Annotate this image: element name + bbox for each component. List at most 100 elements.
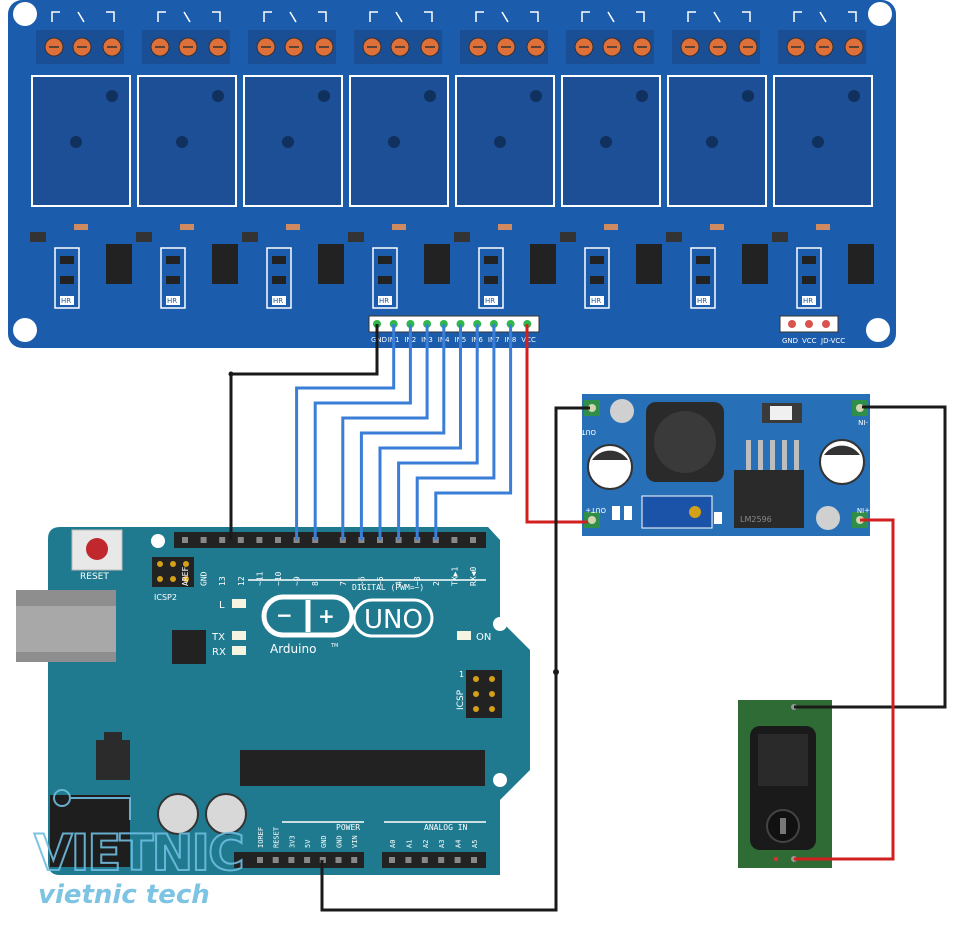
transistor [348, 232, 364, 242]
watermark-logo: VIETNIC [34, 824, 243, 882]
potentiometer [641, 495, 713, 529]
relay-channel: HR [242, 11, 344, 309]
analog-pin-label: A4 [455, 840, 463, 848]
led-tx [232, 631, 246, 640]
power-pin-label: RESET [273, 826, 281, 848]
vietnic-watermark: VIETNIC vietnic tech [33, 789, 246, 910]
diode [604, 224, 618, 230]
power-header-pin [272, 857, 279, 863]
digital-pin-label: GND [200, 571, 209, 586]
smd-component [624, 506, 632, 520]
digital-pin-label: 13 [218, 576, 227, 586]
diode [816, 224, 830, 230]
analog-header-pin [405, 857, 412, 863]
jumper-pin [788, 320, 796, 328]
led-rx-label: RX [212, 647, 226, 658]
diode [498, 224, 512, 230]
power-header-pin [288, 857, 295, 863]
optocoupler [212, 244, 238, 284]
led-l-label: L [219, 600, 225, 611]
optocoupler [530, 244, 556, 284]
analog-header-pin [438, 857, 445, 863]
digital-pin-label: ~3 [413, 576, 422, 586]
wire-signal [397, 324, 479, 540]
wire-in-minus [794, 405, 947, 709]
reset-label: RESET [80, 572, 109, 582]
digital-pin-label: ~5 [376, 576, 385, 586]
dc-barrel-jack [50, 795, 130, 867]
smd-component [612, 506, 620, 520]
optocoupler [106, 244, 132, 284]
optocoupler [742, 244, 768, 284]
power-header-pin [304, 857, 311, 863]
usb-b-connector-top [16, 590, 116, 606]
arduino-pcb [48, 527, 530, 875]
transistor [242, 232, 258, 242]
capacitor-marking [824, 445, 860, 455]
digital-label: DIGITAL (PWM=~) [352, 583, 424, 592]
voltage-regulator-tab [104, 732, 122, 742]
logo-plus: + [318, 604, 335, 628]
digital-pin-label: 4 [395, 581, 404, 586]
jumper-pin [822, 320, 830, 328]
terminal-symbol [157, 11, 221, 23]
led-tx-label: TX [211, 632, 225, 643]
analog-label: ANALOG IN [424, 823, 468, 832]
barrel-jack-top [758, 734, 808, 786]
usb-b-connector-bottom [16, 652, 116, 662]
relay-channel: HR [136, 11, 238, 309]
chip-label: HR [167, 297, 177, 305]
power-header-pin [335, 857, 342, 863]
ic-label: LM2596 [740, 515, 772, 524]
chip-label: HR [697, 297, 707, 305]
relay-pin-label: VCC [521, 336, 536, 344]
wire-signal [359, 324, 446, 540]
digital-pin-label: 12 [237, 576, 246, 586]
potentiometer-screw [689, 506, 701, 518]
power-pin-label: 3V3 [288, 835, 296, 848]
terminal-symbol [51, 11, 115, 23]
relay-channel: HR [666, 11, 768, 309]
led-block [690, 247, 716, 309]
power-pin-label: IOREF [257, 827, 265, 848]
inductor-core [654, 411, 716, 473]
wire-signal [341, 324, 429, 540]
in-minus-label: -IN [858, 418, 868, 426]
digital-pin-label: RX◀0 [469, 567, 478, 586]
led-block [372, 247, 398, 309]
analog-pin-label: A3 [438, 840, 446, 848]
terminal-symbol [369, 11, 433, 23]
power-header-pin [351, 857, 358, 863]
icsp-label: ICSP [456, 689, 466, 710]
relay-channel: HR [560, 11, 662, 309]
jumper-label-jdvcc: JD-VCC [820, 337, 845, 345]
digital-pin-label: TX▶1 [450, 567, 459, 586]
in-plus-label: +IN [857, 506, 870, 514]
transistor [666, 232, 682, 242]
capacitor [205, 793, 247, 835]
wire-out-minus-gnd [320, 406, 590, 912]
terminal-symbol [263, 11, 327, 23]
led-block [584, 247, 610, 309]
icsp-header [466, 670, 502, 718]
wires [228, 324, 947, 912]
smd-component [714, 512, 722, 524]
relay-channel: HR [772, 11, 874, 309]
analog-header-pin [421, 857, 428, 863]
optocoupler [424, 244, 450, 284]
terminal-symbol [475, 11, 539, 23]
digital-header-pin [451, 537, 458, 543]
out-plus-label: OUT+ [585, 506, 606, 514]
analog-header-pin [454, 857, 461, 863]
digital-header-pin [237, 537, 244, 543]
jack-led [774, 857, 778, 861]
wire-signal [434, 324, 513, 540]
digital-header-pin [256, 537, 263, 543]
wire-signal [295, 324, 396, 540]
optocoupler [318, 244, 344, 284]
led-block [478, 247, 504, 309]
jumper-pin [805, 320, 813, 328]
dc-jack-module [738, 700, 832, 868]
